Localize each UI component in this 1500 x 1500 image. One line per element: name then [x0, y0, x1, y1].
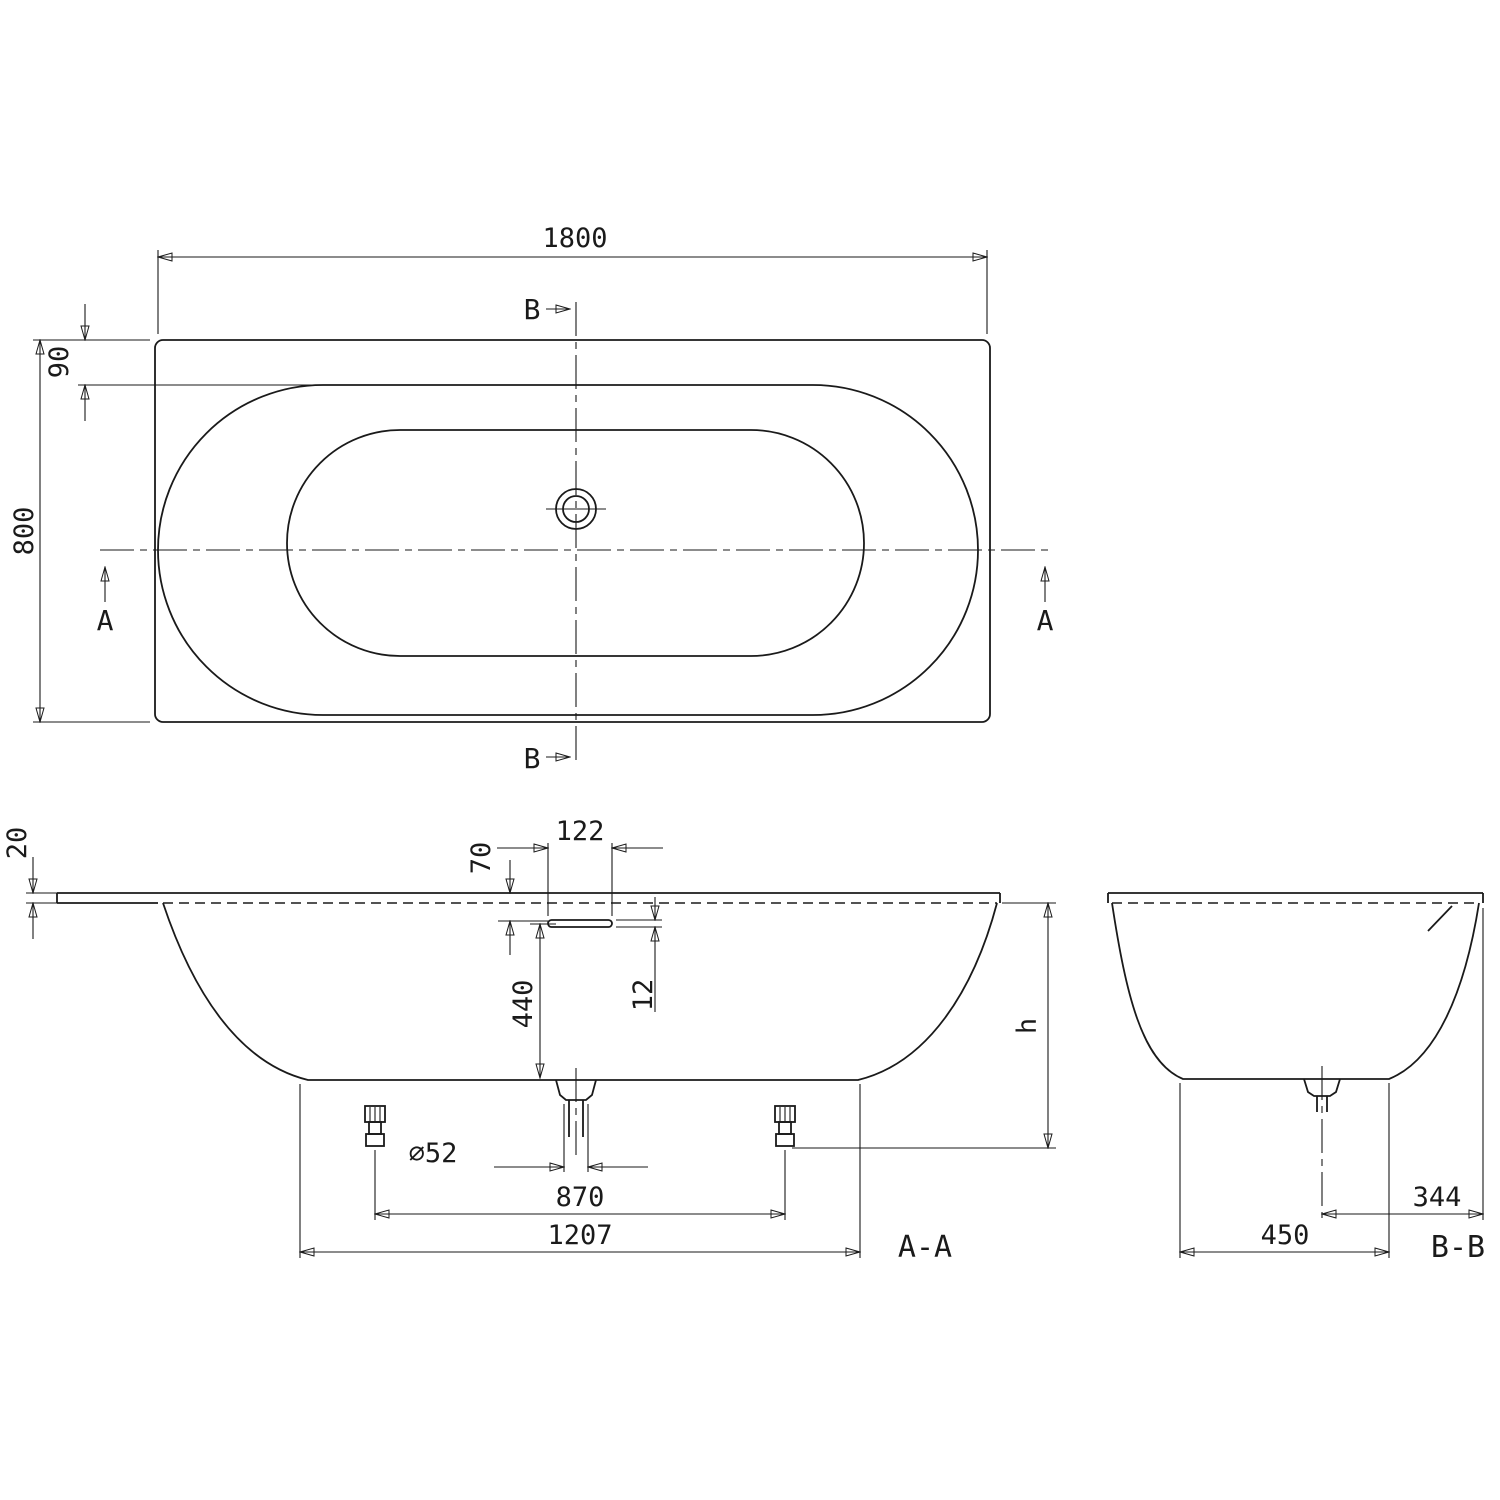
dim-drain-diameter-label: ⌀52	[409, 1138, 458, 1169]
dim-depth-label: 440	[508, 980, 539, 1029]
section-bb-label: B-B	[1431, 1230, 1485, 1265]
front-view-section-aa: 20 70 122 12 440	[2, 816, 1056, 1265]
foot-left	[364, 1105, 386, 1147]
drain-front-view	[555, 1068, 597, 1160]
dim-feet-spacing-label: 870	[556, 1182, 605, 1213]
dim-height-label: h	[1012, 1018, 1043, 1034]
dim-feet-spacing: 870	[375, 1150, 785, 1220]
section-marker-b-bottom: B	[524, 742, 570, 775]
dim-length-label: 1800	[542, 223, 607, 254]
foot-right	[774, 1105, 796, 1147]
dim-depth: 440	[508, 924, 556, 1078]
dim-height: h	[792, 903, 1056, 1148]
section-marker-a-left: A	[97, 567, 114, 637]
top-view: 1800 800 90 B B A	[9, 223, 1054, 775]
dim-rim-offset-label: 90	[44, 346, 75, 379]
dim-rim-offset: 90	[44, 304, 330, 421]
side-view-section-bb: 344 450 B-B	[1107, 892, 1485, 1265]
dim-overflow-length: 122	[497, 816, 663, 916]
dim-width: 800	[9, 340, 150, 722]
dim-overflow-length-label: 122	[556, 816, 605, 847]
section-marker-a-right: A	[1037, 567, 1054, 637]
section-b-top-label: B	[524, 293, 541, 326]
tub-profile-side	[1111, 902, 1480, 1080]
section-marker-b-top: B	[524, 293, 570, 326]
dim-width-label: 800	[9, 507, 40, 556]
tub-outer-rect	[154, 339, 991, 723]
dim-base-length-label: 1207	[547, 1220, 612, 1251]
dim-drain-offset-label: 344	[1413, 1182, 1462, 1213]
dim-overflow-drop: 70	[466, 842, 548, 955]
dim-length: 1800	[158, 223, 987, 334]
drain-top-view	[546, 488, 606, 530]
section-a-left-label: A	[97, 604, 114, 637]
dim-overflow-drop-label: 70	[466, 842, 497, 875]
dim-drain-diameter: ⌀52	[409, 1104, 648, 1172]
section-b-bottom-label: B	[524, 742, 541, 775]
drain-side-view	[1303, 1066, 1341, 1218]
dim-rim-thickness: 20	[2, 827, 57, 939]
section-aa-label: A-A	[898, 1230, 952, 1265]
dim-base-width-label: 450	[1261, 1220, 1310, 1251]
overflow-slot	[547, 919, 613, 928]
dim-overflow-slot-height-label: 12	[628, 979, 659, 1012]
tub-profile-front	[162, 902, 998, 1081]
dim-drain-offset: 344	[1322, 908, 1483, 1220]
tangent-tick	[1427, 905, 1453, 932]
dim-base-width: 450	[1180, 1083, 1389, 1258]
dim-overflow-slot-height: 12	[616, 897, 662, 1012]
dim-base-length: 1207	[300, 1084, 860, 1258]
section-a-right-label: A	[1037, 604, 1054, 637]
dim-rim-thickness-label: 20	[2, 827, 33, 860]
